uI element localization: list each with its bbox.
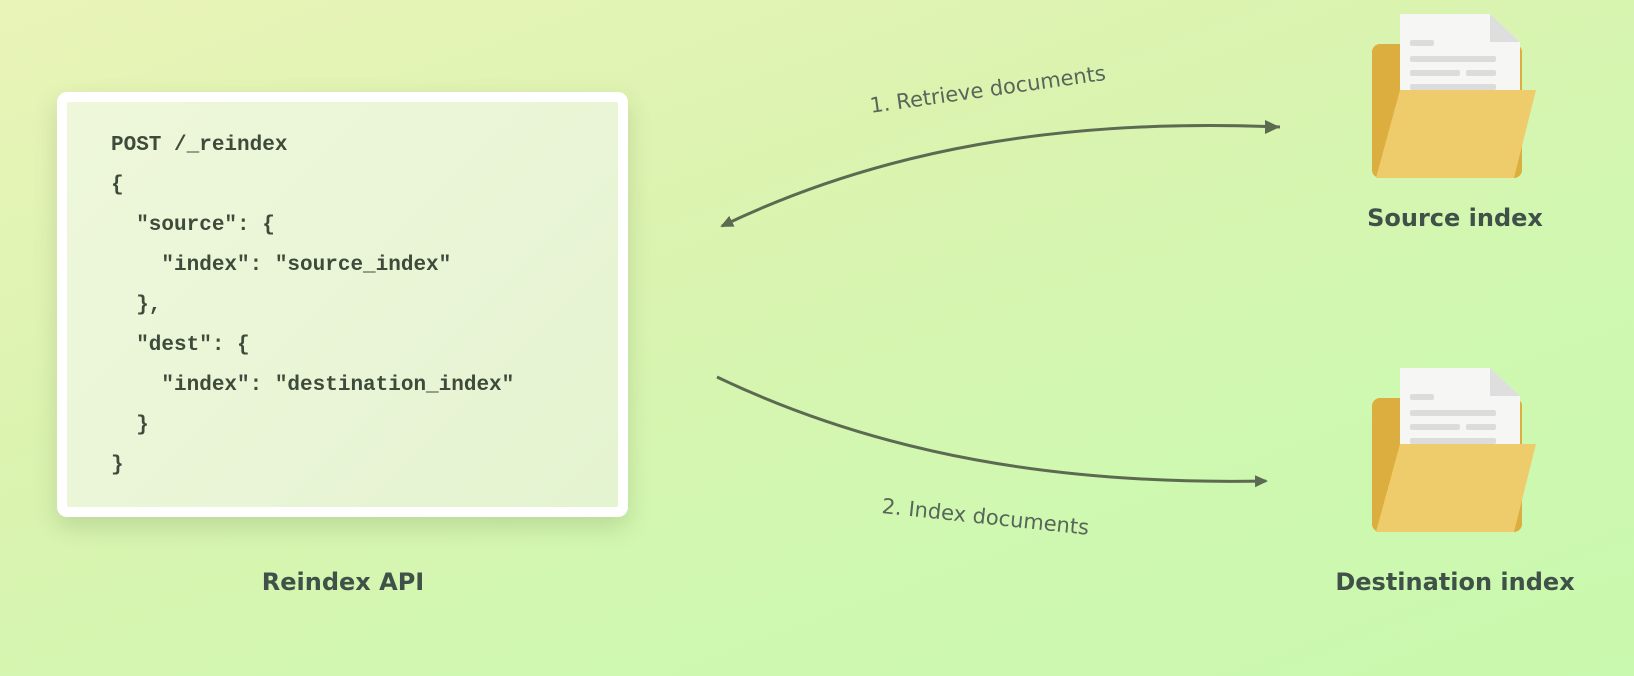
code-line: "index": "destination_index" [111,374,515,397]
index-arrow [716,375,1268,488]
reindex-api-label: Reindex API [261,568,425,596]
code-panel: POST /_reindex { "source": { "index": "s… [57,92,628,517]
code-line: } [111,454,124,477]
code-line: POST /_reindex [111,134,288,157]
destination-folder-icon [1372,368,1536,532]
source-folder-icon [1372,14,1536,178]
code-line: { [111,174,124,197]
code-line: } [111,414,149,437]
code-line: "index": "source_index" [111,254,452,277]
retrieve-arrow-head-right [1265,120,1280,134]
code-line: "dest": { [111,334,250,357]
destination-index-label: Destination index [1335,568,1575,596]
retrieve-arrow [720,124,1281,228]
source-index-label: Source index [1367,204,1543,232]
code-line: }, [111,294,162,317]
code-block: POST /_reindex { "source": { "index": "s… [67,102,618,507]
code-line: "source": { [111,214,275,237]
